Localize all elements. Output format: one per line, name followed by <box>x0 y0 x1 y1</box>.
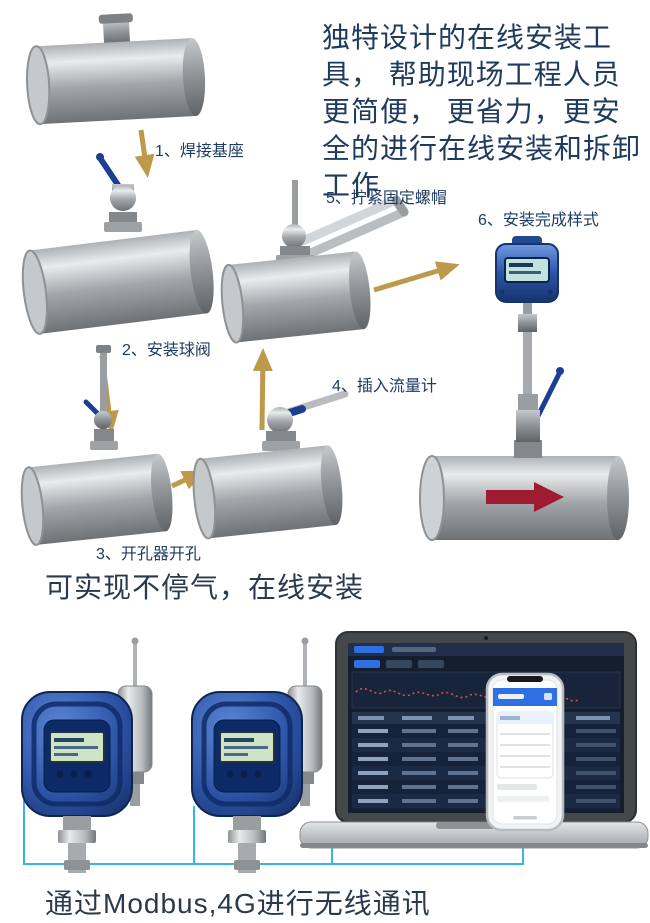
caption-communication: 通过Modbus,4G进行无线通讯 <box>45 888 431 919</box>
laptop <box>299 631 649 849</box>
intro-text: 独特设计的在线安装工具， 帮助现场工程人员更简便， 更省力，更安全的进行在线安装… <box>322 22 642 201</box>
step-label-6: 6、安装完成样式 <box>478 212 599 229</box>
pipe-step5-tighten-nut <box>220 180 409 344</box>
arrow-step4 <box>252 348 273 431</box>
flowmeter-installed <box>419 236 629 541</box>
arrow-step1 <box>134 129 155 178</box>
step-label-1: 1、焊接基座 <box>155 143 244 160</box>
smartphone <box>485 672 565 832</box>
step-label-4: 4、插入流量计 <box>332 378 437 395</box>
pipe-step4-insert-flowmeter <box>192 390 349 540</box>
step-label-2: 2、安装球阀 <box>122 342 211 359</box>
pipe-step3-drill <box>20 345 173 546</box>
wireless-communication-illustration <box>0 631 649 880</box>
caption-online-install: 可实现不停气，在线安装 <box>45 572 365 603</box>
step-label-3: 3、开孔器开孔 <box>96 546 201 563</box>
gas-detector-1 <box>22 638 152 874</box>
phone-app-bar <box>493 688 557 706</box>
flow-direction-arrow <box>486 482 564 512</box>
step-label-5: 5、拧紧固定螺帽 <box>326 190 447 207</box>
flowmeter-lcd <box>504 257 550 283</box>
pipe-step1-weld-base <box>25 13 206 126</box>
arrow-step5 <box>373 261 460 293</box>
installation-steps-diagram <box>20 13 629 546</box>
pipe-step2-ball-valve <box>21 153 214 335</box>
